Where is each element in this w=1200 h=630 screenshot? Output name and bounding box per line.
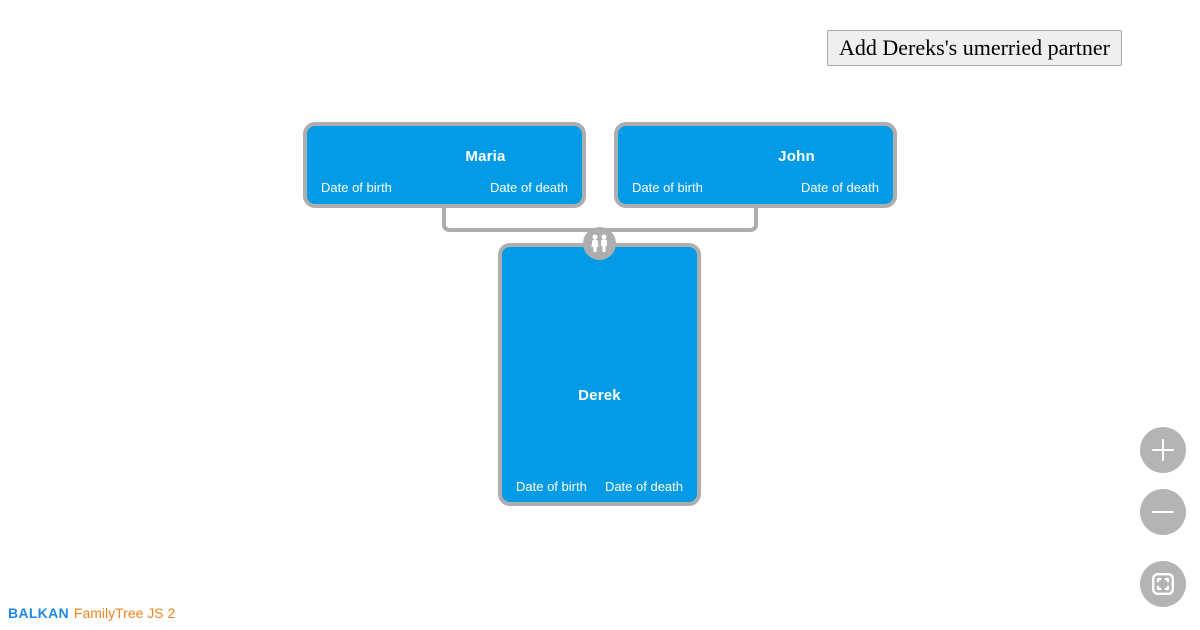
- zoom-in-button[interactable]: [1140, 427, 1186, 473]
- node-dates-maria: Date of birth Date of death: [307, 180, 582, 195]
- fit-screen-button[interactable]: [1140, 561, 1186, 607]
- node-date-of-birth-label: Date of birth: [321, 180, 392, 195]
- plus-icon: [1152, 439, 1174, 461]
- tree-node-john[interactable]: John Date of birth Date of death: [614, 122, 897, 208]
- node-date-of-death-label: Date of death: [604, 479, 683, 494]
- couple-icon: [591, 234, 607, 252]
- add-unmarried-partner-button[interactable]: Add Dereks's umerried partner: [827, 30, 1122, 66]
- node-date-of-birth-label: Date of birth: [516, 479, 587, 494]
- node-date-of-death-label: Date of death: [489, 180, 568, 195]
- connector-john-to-union: [598, 206, 758, 247]
- node-dates-john: Date of birth Date of death: [618, 180, 893, 195]
- tree-node-maria[interactable]: Maria Date of birth Date of death: [303, 122, 586, 208]
- brand-product: FamilyTree JS 2: [73, 605, 176, 621]
- node-dates-derek: Date of birth Date of death: [502, 479, 697, 494]
- tree-node-derek[interactable]: Derek Date of birth Date of death: [498, 243, 701, 506]
- node-name-derek: Derek: [578, 387, 621, 404]
- fit-screen-icon: [1152, 573, 1175, 596]
- node-date-of-birth-label: Date of birth: [632, 180, 703, 195]
- node-name-maria: Maria: [465, 148, 506, 165]
- union-badge[interactable]: [583, 227, 616, 260]
- zoom-out-button[interactable]: [1140, 489, 1186, 535]
- connector-maria-to-union: [442, 206, 602, 247]
- brand-company: BALKAN: [8, 605, 69, 621]
- minus-icon: [1152, 501, 1174, 523]
- node-name-john: John: [778, 148, 815, 165]
- node-date-of-death-label: Date of death: [800, 180, 879, 195]
